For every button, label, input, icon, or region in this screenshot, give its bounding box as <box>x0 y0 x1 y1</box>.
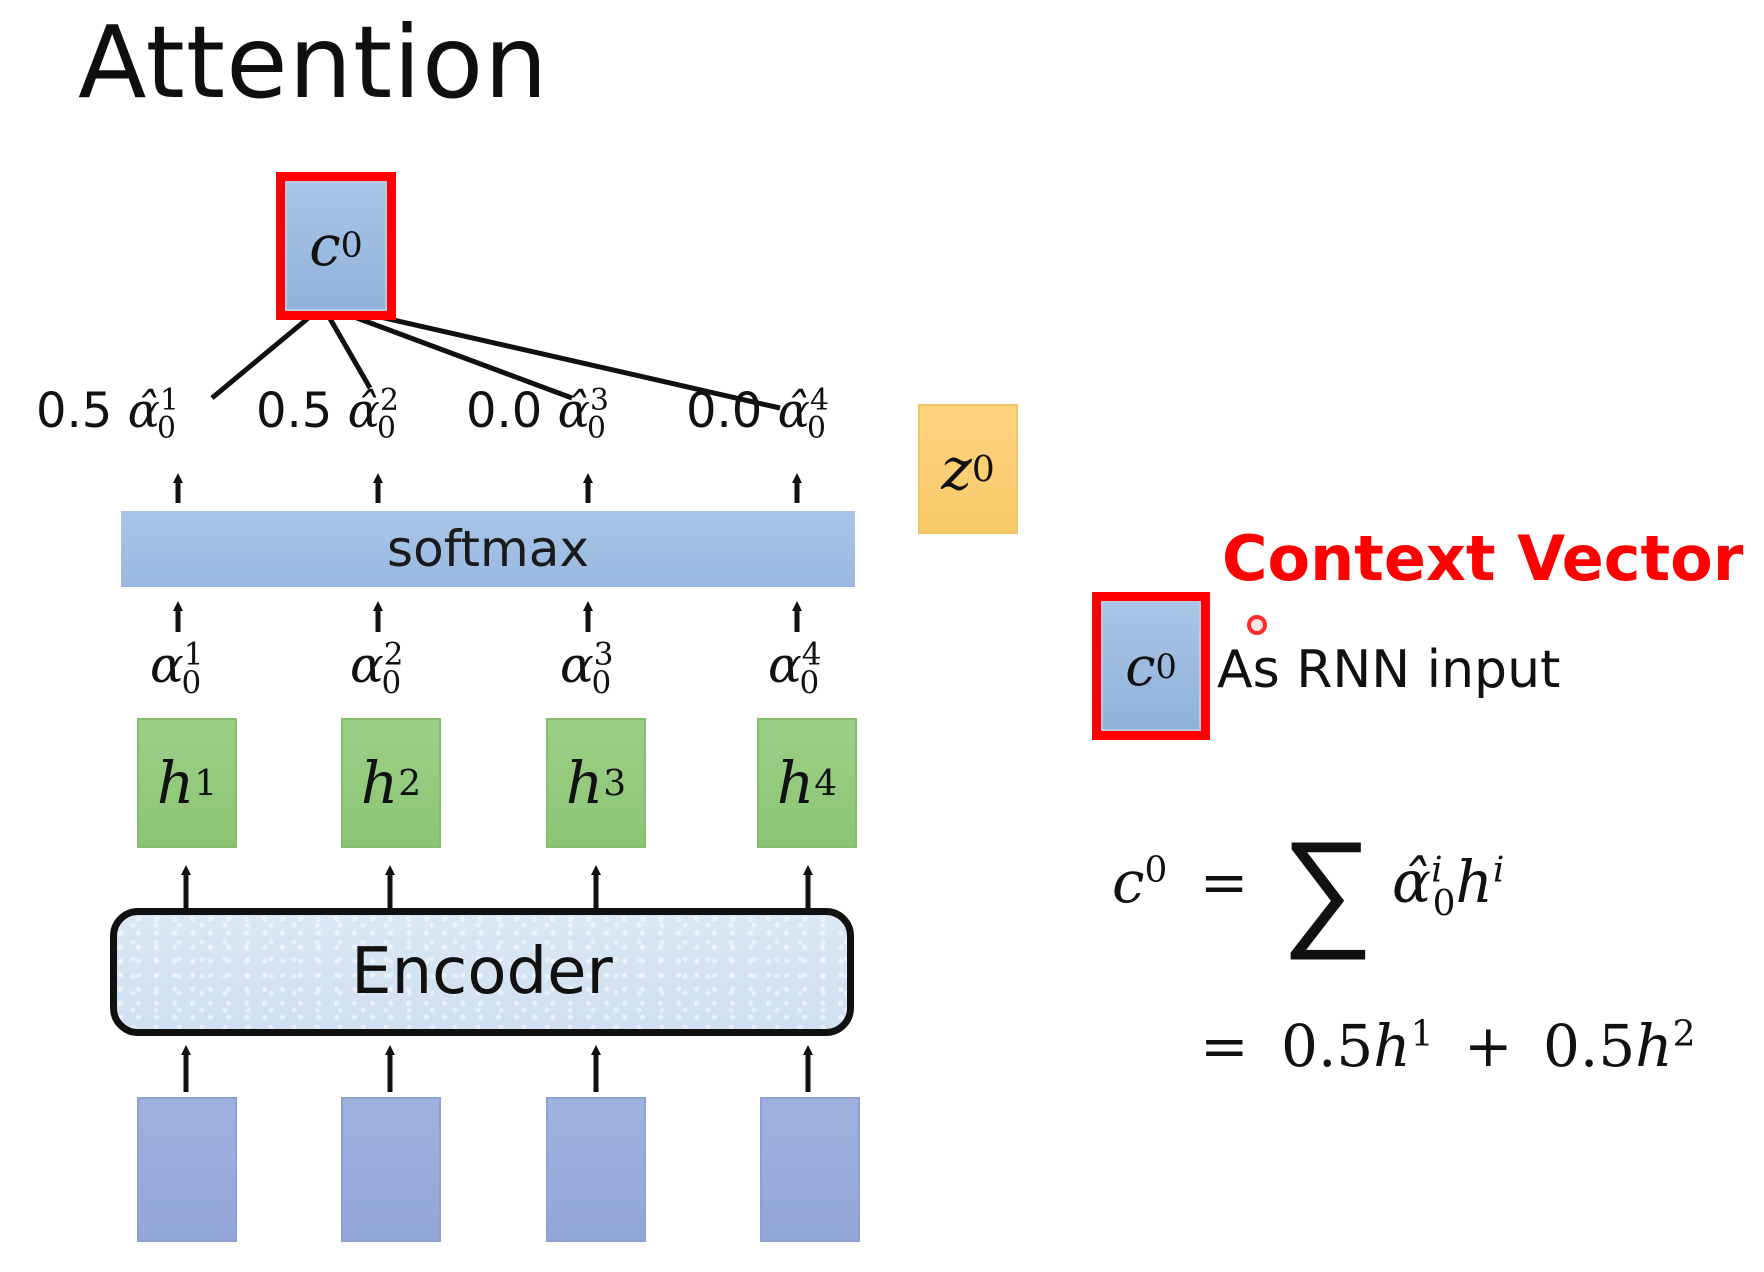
weight-value: 0.5 <box>256 383 333 439</box>
eq-alpha-hat: α̂ <box>1391 848 1432 916</box>
softmax-layer: softmax <box>121 511 855 587</box>
eq2-coef-1: 0.5 <box>1281 1012 1374 1080</box>
eq-h-sup: i <box>1492 849 1505 891</box>
decoder-state-sup: 0 <box>971 448 995 490</box>
eq2-h-1-sup: 1 <box>1410 1013 1434 1055</box>
weight-link-1 <box>210 308 320 400</box>
eq2-equals: = <box>1200 1012 1249 1080</box>
eq2-plus: + <box>1463 1012 1513 1080</box>
hidden-sup: 1 <box>194 762 218 804</box>
alpha-hat-symbol: α̂ <box>347 383 381 439</box>
hidden-symbol: h <box>776 749 815 817</box>
score-sup: 1 <box>183 636 204 673</box>
eq2-h-2-sup: 2 <box>1672 1013 1696 1055</box>
input-box-4 <box>760 1097 860 1242</box>
eq-lhs-sup: 0 <box>1144 849 1168 891</box>
input-box-2 <box>341 1097 441 1242</box>
hidden-sup: 4 <box>814 762 838 804</box>
score-sub: 0 <box>799 665 820 701</box>
weight-3: 0.0 α̂30 <box>466 383 609 446</box>
eq-h: h <box>1455 848 1493 916</box>
weight-2: 0.5 α̂20 <box>256 383 399 446</box>
weight-value: 0.0 <box>466 383 543 439</box>
score-sub: 0 <box>591 665 612 701</box>
context-equation-expanded: = 0.5h1 + 0.5h2 <box>1200 1012 1696 1080</box>
weight-value: 0.5 <box>36 383 113 439</box>
context-vector-symbol: c <box>1125 634 1156 698</box>
weight-link-4 <box>331 303 781 411</box>
eq2-h-1: h <box>1373 1012 1411 1080</box>
hidden-symbol: h <box>360 749 399 817</box>
hidden-symbol: h <box>156 749 195 817</box>
score-sub: 0 <box>381 665 402 701</box>
pointer-ring <box>1247 615 1267 635</box>
weight-1: 0.5 α̂10 <box>36 383 179 446</box>
weight-value: 0.0 <box>686 383 763 439</box>
weight-sub: 0 <box>156 410 176 446</box>
score-sup: 2 <box>383 636 404 673</box>
alpha-symbol: α <box>350 636 384 694</box>
score-2: α20 <box>350 636 404 701</box>
eq-lhs: c <box>1112 848 1145 916</box>
eq2-coef-2: 0.5 <box>1543 1012 1636 1080</box>
weight-sup: 1 <box>160 383 179 418</box>
weight-4: 0.0 α̂40 <box>686 383 829 446</box>
score-4: α40 <box>768 636 822 701</box>
alpha-symbol: α <box>560 636 594 694</box>
top-context-sup: 0 <box>340 226 363 266</box>
alpha-hat-symbol: α̂ <box>777 383 811 439</box>
score-sup: 4 <box>801 636 822 673</box>
alpha-symbol: α <box>768 636 802 694</box>
decoder-state-symbol: z <box>941 435 972 503</box>
context-vector-caption: As RNN input <box>1217 640 1561 700</box>
eq-alpha-sup: i <box>1431 849 1443 891</box>
weight-sup: 2 <box>380 383 399 418</box>
weight-sub: 0 <box>586 410 606 446</box>
alpha-hat-symbol: α̂ <box>127 383 161 439</box>
hidden-symbol: h <box>565 749 604 817</box>
input-box-1 <box>137 1097 237 1242</box>
weight-sup: 3 <box>590 383 609 418</box>
weight-link-2 <box>322 308 373 390</box>
score-3: α30 <box>560 636 614 701</box>
weight-link-3 <box>329 305 573 401</box>
context-vector-title: Context Vector <box>1222 522 1744 595</box>
score-sup: 3 <box>593 636 614 673</box>
alpha-hat-symbol: α̂ <box>557 383 591 439</box>
input-box-3 <box>546 1097 646 1242</box>
slide-title: Attention <box>78 4 549 121</box>
sum-symbol: ∑ <box>1280 811 1374 963</box>
eq2-h-2: h <box>1635 1012 1673 1080</box>
weight-sub: 0 <box>376 410 396 446</box>
eq-alpha-sub: 0 <box>1432 882 1456 924</box>
score-sub: 0 <box>181 665 202 701</box>
top-context-symbol: c <box>309 213 341 279</box>
hidden-sup: 3 <box>603 762 627 804</box>
encoder-block: Encoder <box>110 908 854 1036</box>
weight-sub: 0 <box>806 410 826 446</box>
weight-sup: 4 <box>810 383 829 418</box>
alpha-symbol: α <box>150 636 184 694</box>
softmax-label: softmax <box>387 520 589 578</box>
encoder-label: Encoder <box>351 935 613 1009</box>
context-equation: c0 = ∑ α̂i0hi <box>1112 822 1505 952</box>
eq-equals: = <box>1199 848 1249 916</box>
score-1: α10 <box>150 636 204 701</box>
hidden-sup: 2 <box>398 762 422 804</box>
context-vector-sup: 0 <box>1155 646 1177 686</box>
